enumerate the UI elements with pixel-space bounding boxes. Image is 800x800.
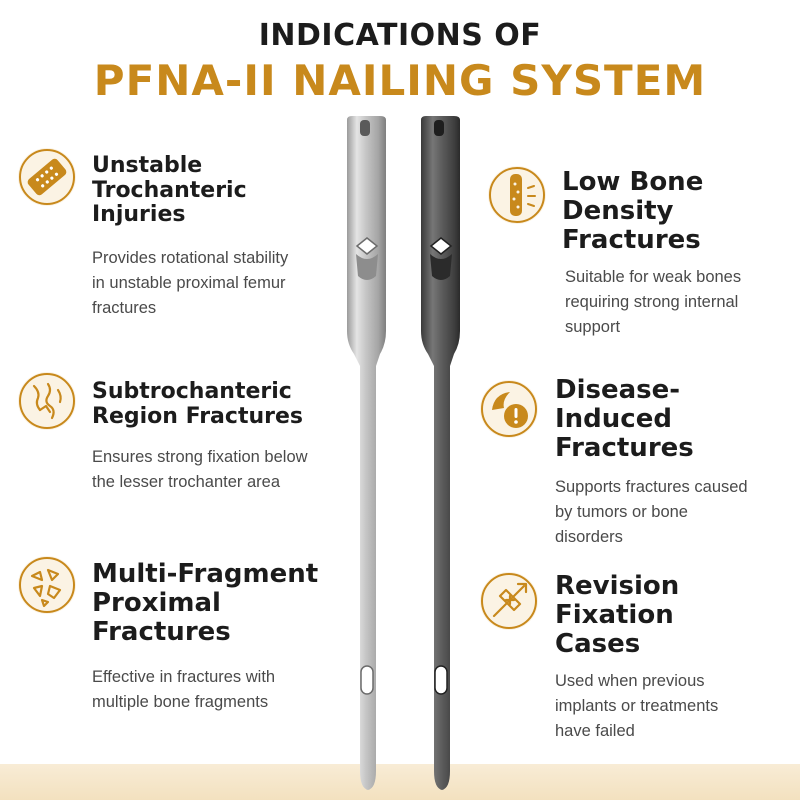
silver-nail-image xyxy=(340,116,396,796)
subtrochanteric-icon xyxy=(18,372,76,430)
low-bone-density-icon xyxy=(488,166,546,224)
title-line-1: INDICATIONS OF xyxy=(258,18,542,53)
revision-fixation-icon xyxy=(480,572,538,630)
title-line-2: PFNA-II NAILING SYSTEM xyxy=(93,56,707,105)
floor-band xyxy=(0,764,800,800)
multi-fragment-icon xyxy=(18,556,76,614)
dark-nail-image xyxy=(414,116,470,796)
disease-induced-icon xyxy=(480,380,538,438)
unstable-trochanteric-icon xyxy=(18,148,76,206)
